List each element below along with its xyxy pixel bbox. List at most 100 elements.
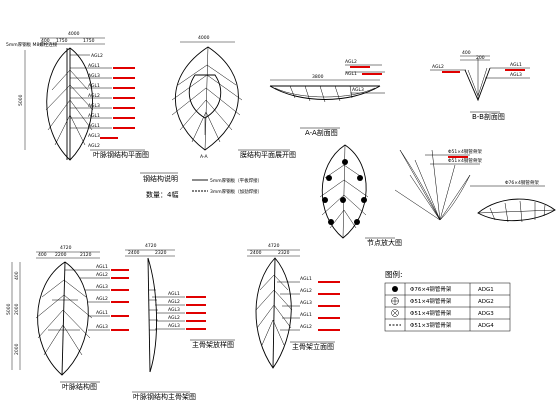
svg-text:AGL2: AGL2 [168,299,180,305]
svg-text:AGL1: AGL1 [168,291,180,297]
svg-text:AGL3: AGL3 [88,73,100,79]
svg-text:AGL1: AGL1 [88,123,100,129]
svg-text:2200: 2200 [55,252,67,258]
top-mid-plan: 4000 A-A 膜结构平面展开图 [171,35,296,160]
svg-text:AGL3: AGL3 [96,284,108,290]
section-bb: 400 200 AGL2 AGL1 AGL3 B-B剖面图 [430,50,530,121]
leader-lines [152,296,185,330]
svg-text:Φ51×4钢管骨架: Φ51×4钢管骨架 [448,148,482,155]
circle-cross-icon [391,297,399,305]
midrib [204,46,209,151]
svg-text:3mm厚钢板（加劲焊接）: 3mm厚钢板（加劲焊接） [210,188,262,195]
svg-text:Φ76×4钢管骨架: Φ76×4钢管骨架 [410,285,452,293]
legend-row-1: Φ51×4钢管骨架 ADG2 [391,297,494,305]
svg-text:400: 400 [462,50,471,56]
caption: 膜结构平面展开图 [240,150,296,159]
red-markers [318,281,340,331]
red-markers [100,67,135,139]
leader-labels: AGL1 AGL2 AGL3 AGL2 AGL1 AGL3 [96,264,108,330]
bottom-right: 4720 2400 2320 AGL1 AGL2 AGL3 AGL1 AGL2 [247,243,340,369]
svg-text:AGL2: AGL2 [168,315,180,321]
svg-text:200: 200 [476,55,485,61]
dim-left: 5000 [18,94,24,106]
svg-text:ADG4: ADG4 [478,323,494,329]
svg-text:AGL2: AGL2 [91,53,103,59]
svg-text:2400: 2400 [250,250,262,256]
svg-text:AGL3: AGL3 [168,307,180,313]
svg-text:AGL1: AGL1 [88,113,100,119]
svg-text:ADG2: ADG2 [478,299,494,305]
legend: 图例: Φ76×4钢管骨架 ADG1 Φ51×4钢管骨架 ADG2 [384,269,511,332]
iso-leaf [477,198,556,222]
svg-text:AGL1: AGL1 [88,83,100,89]
svg-text:Φ51×4钢管骨架: Φ51×4钢管骨架 [448,157,482,164]
dim-a: 400 [41,38,50,44]
svg-text:AGL3: AGL3 [96,324,108,330]
caption: 节点放大图 [367,238,402,247]
svg-text:400: 400 [38,252,47,258]
red-markers [111,269,129,331]
section-mark: A-A [200,154,209,160]
leader-lines [277,281,300,331]
svg-text:Φ51×3钢管骨架: Φ51×3钢管骨架 [410,321,452,329]
caption: 主骨架立面图 [292,342,334,351]
caption: 叶脉结构图 [62,382,97,391]
top-left-plan: 4000 400 1750 1750 5mm厚钢板 M8螺栓连接 5000 AG… [6,31,149,161]
bottom-left: 4720 400 2200 2120 5000 400 2000 2000 AG… [6,245,129,391]
svg-text:AGL1: AGL1 [300,312,312,318]
svg-text:AGL3: AGL3 [300,300,312,306]
legend-row-0: Φ76×4钢管骨架 ADG1 [392,285,494,293]
svg-text:5mm厚钢板（平板焊接）: 5mm厚钢板（平板焊接） [210,177,262,184]
svg-text:ADG3: ADG3 [478,311,494,317]
caption-bottom: 叶脉钢结构主骨架图 [133,392,196,401]
dim-b: 1750 [56,38,68,44]
svg-text:2320: 2320 [155,250,167,256]
legend-title: 图例: [385,269,403,279]
svg-text:AGL3: AGL3 [168,323,180,329]
svg-text:5000: 5000 [6,303,12,315]
svg-text:2120: 2120 [80,252,92,258]
svg-text:AGL3: AGL3 [510,72,522,78]
caption-top: 主骨架放样图 [192,340,234,349]
leaf-veins [35,279,93,356]
svg-text:ADG1: ADG1 [478,287,494,293]
svg-text:AGL1: AGL1 [345,71,357,77]
joint-detail: 节点放大图 [319,144,402,247]
svg-text:AGL2: AGL2 [300,324,312,330]
bottom-mid: 4720 2400 2320 AGL1 AGL2 AGL3 AGL2 AGL3 [125,243,235,401]
dim-total: 4000 [68,31,80,37]
leader-lines [65,269,110,331]
svg-text:AGL3: AGL3 [88,133,100,139]
legend-row-3: Φ51×3钢管骨架 ADG4 [389,321,494,329]
svg-text:AGL1: AGL1 [96,310,108,316]
caption: B-B剖面图 [472,112,505,121]
leader-labels: AGL1 AGL2 AGL3 AGL1 AGL2 [300,276,312,330]
dim-top: 4000 [198,35,210,41]
svg-text:2320: 2320 [278,250,290,256]
section-aa: AGL2 AGL1 3800 AGL3 A-A剖面图 [269,59,385,137]
svg-text:4720: 4720 [268,243,280,249]
svg-text:AGL3: AGL3 [88,103,100,109]
svg-text:AGL2: AGL2 [345,59,357,65]
leader-lines [70,54,112,129]
svg-text:AGL2: AGL2 [96,272,108,278]
section-curve [269,85,381,100]
leader-labels: AGL2 AGL1 AGL3 AGL1 AGL2 AGL3 AGL1 AGL1 … [88,53,103,149]
spec-quantity: 数量：4幅 [146,190,178,199]
svg-text:AGL2: AGL2 [88,93,100,99]
leader-labels: AGL1 AGL2 AGL3 AGL2 AGL3 [168,291,180,329]
svg-text:AGL1: AGL1 [510,62,522,68]
leaf-veins [45,69,94,146]
svg-text:AGL3: AGL3 [352,87,364,93]
circle-x-icon [391,309,399,317]
svg-text:AGL1: AGL1 [88,63,100,69]
svg-text:4720: 4720 [60,245,72,251]
svg-text:2000: 2000 [14,303,20,315]
caption: 叶脉钢结构平面图 [93,150,149,159]
filled-dot-icon [392,286,398,292]
iso-view: Φ51×4钢管骨架 Φ51×4钢管骨架 Φ76×4钢管骨架 [394,148,556,223]
svg-text:Φ51×4钢管骨架: Φ51×4钢管骨架 [410,297,452,305]
spec-title: 钢结构说明 [143,174,178,183]
leaf-outline [175,46,239,151]
